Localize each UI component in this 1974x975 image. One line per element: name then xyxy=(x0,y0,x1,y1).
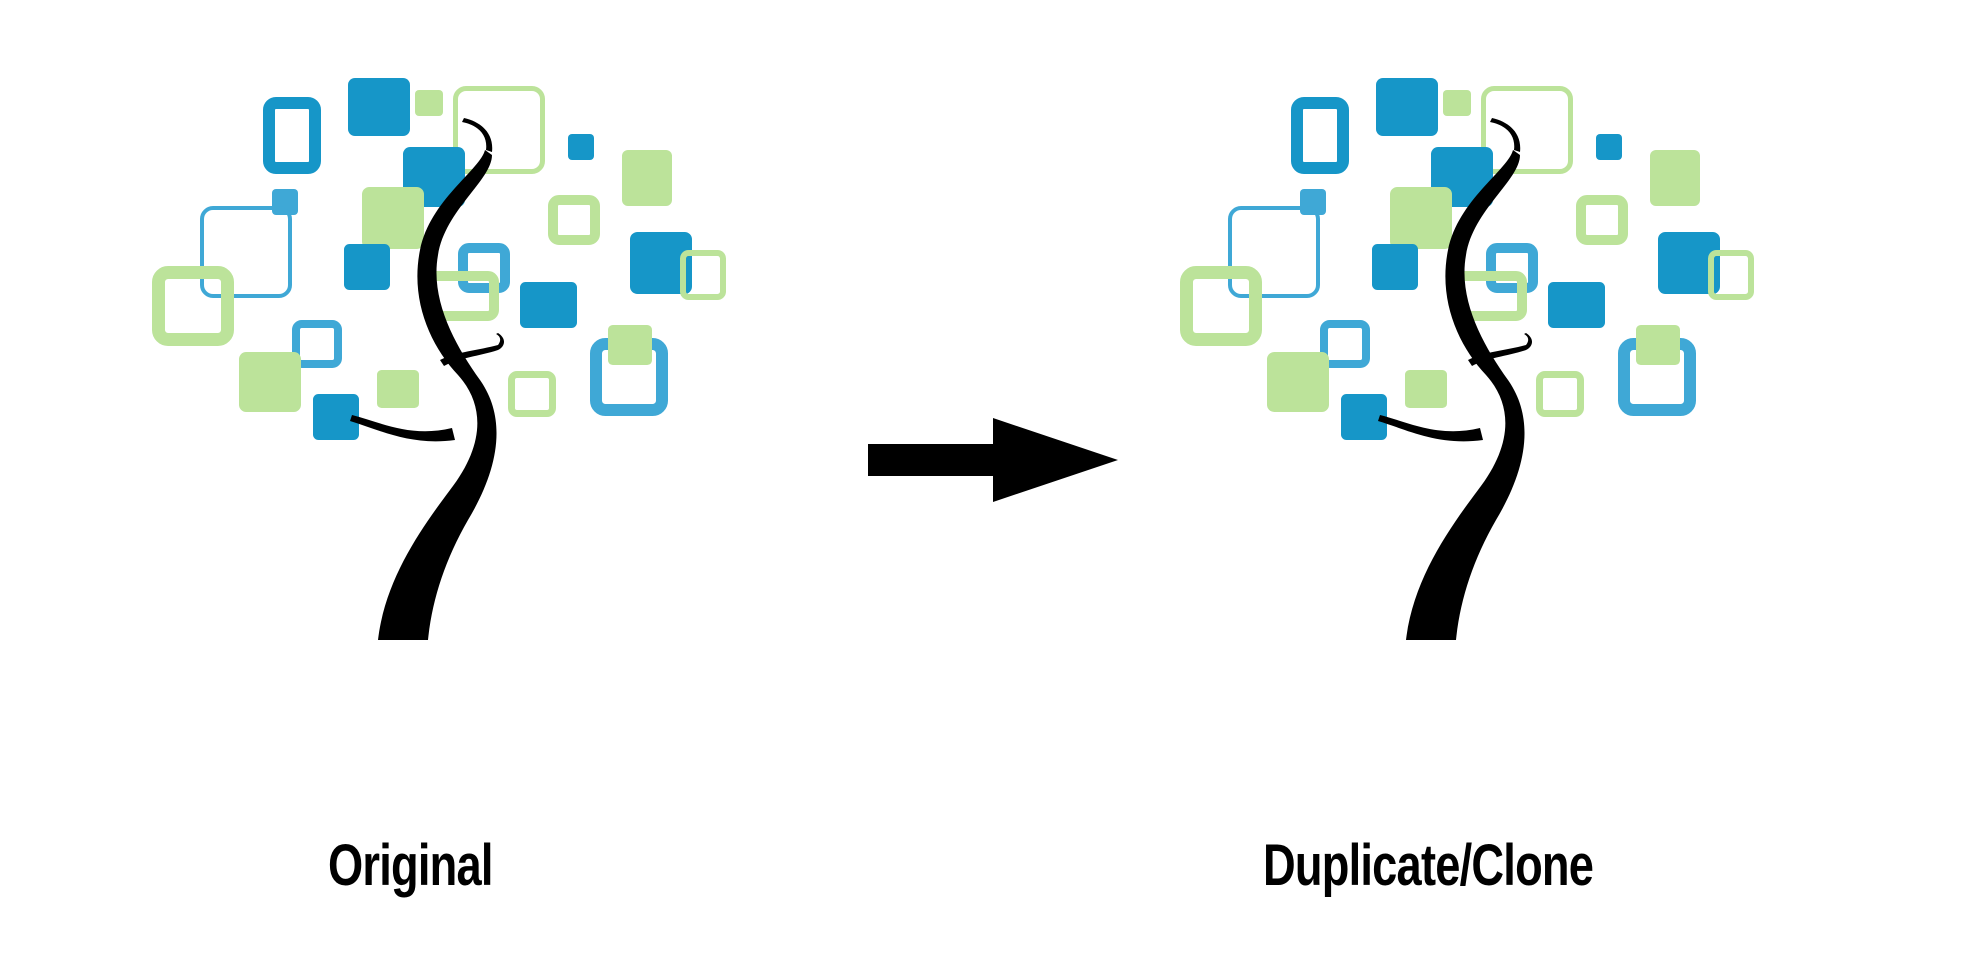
leaf-square xyxy=(568,134,594,160)
arrow-shaft xyxy=(868,444,998,476)
leaf-square xyxy=(415,90,443,116)
tree-trunk xyxy=(1468,333,1532,366)
clone-caption: Duplicate/Clone xyxy=(1263,833,1594,898)
leaf-square xyxy=(1443,90,1471,116)
leaf-square xyxy=(548,195,600,245)
leaf-square xyxy=(1267,352,1329,412)
leaf-square xyxy=(152,266,234,346)
leaf-square xyxy=(1228,206,1320,298)
leaf-square xyxy=(1405,370,1447,408)
leaf-square xyxy=(453,86,545,174)
leaf-square xyxy=(263,97,321,174)
leaf-square xyxy=(520,282,577,328)
leaf-square xyxy=(348,78,410,136)
leaf-square xyxy=(313,394,359,440)
leaf-square xyxy=(239,352,301,412)
leaf-square xyxy=(1481,86,1573,174)
leaf-square xyxy=(1576,195,1628,245)
tree-trunk xyxy=(1490,118,1521,152)
tree-icon xyxy=(152,78,726,640)
arrow-head xyxy=(993,418,1118,502)
leaf-square xyxy=(1291,97,1349,174)
leaf-square xyxy=(1636,325,1680,365)
original-panel: Original xyxy=(60,0,820,975)
leaf-square xyxy=(377,370,419,408)
leaf-square xyxy=(1376,78,1438,136)
leaf-square xyxy=(608,325,652,365)
tree-trunk xyxy=(1406,150,1525,640)
leaf-square xyxy=(1548,282,1605,328)
leaf-square xyxy=(1708,250,1754,300)
original-caption: Original xyxy=(328,833,493,898)
leaf-square xyxy=(1658,232,1720,294)
leaf-square xyxy=(680,250,726,300)
leaf-square xyxy=(200,206,292,298)
leaf-square xyxy=(622,150,672,206)
right-arrow-icon xyxy=(868,418,1118,502)
leaf-square xyxy=(1486,243,1538,293)
tree-trunk xyxy=(350,415,455,442)
tree-trunk xyxy=(440,333,504,366)
leaf-square xyxy=(1596,134,1622,160)
leaf-square xyxy=(1390,187,1452,249)
leaf-square xyxy=(1180,266,1262,346)
leaf-square xyxy=(630,232,692,294)
leaf-square xyxy=(362,187,424,249)
tree-trunk xyxy=(1378,415,1483,442)
tree-trunk xyxy=(378,150,497,640)
leaf-square xyxy=(458,243,510,293)
tree-icon xyxy=(1180,78,1754,640)
tree-trunk xyxy=(462,118,493,152)
clone-panel: Duplicate/Clone xyxy=(1088,0,1848,975)
leaf-square xyxy=(508,371,556,417)
leaf-square xyxy=(1320,320,1370,368)
leaf-square xyxy=(344,244,390,290)
leaf-square xyxy=(1536,371,1584,417)
leaf-square xyxy=(292,320,342,368)
leaf-square xyxy=(1341,394,1387,440)
leaf-square xyxy=(1650,150,1700,206)
leaf-square xyxy=(1372,244,1418,290)
